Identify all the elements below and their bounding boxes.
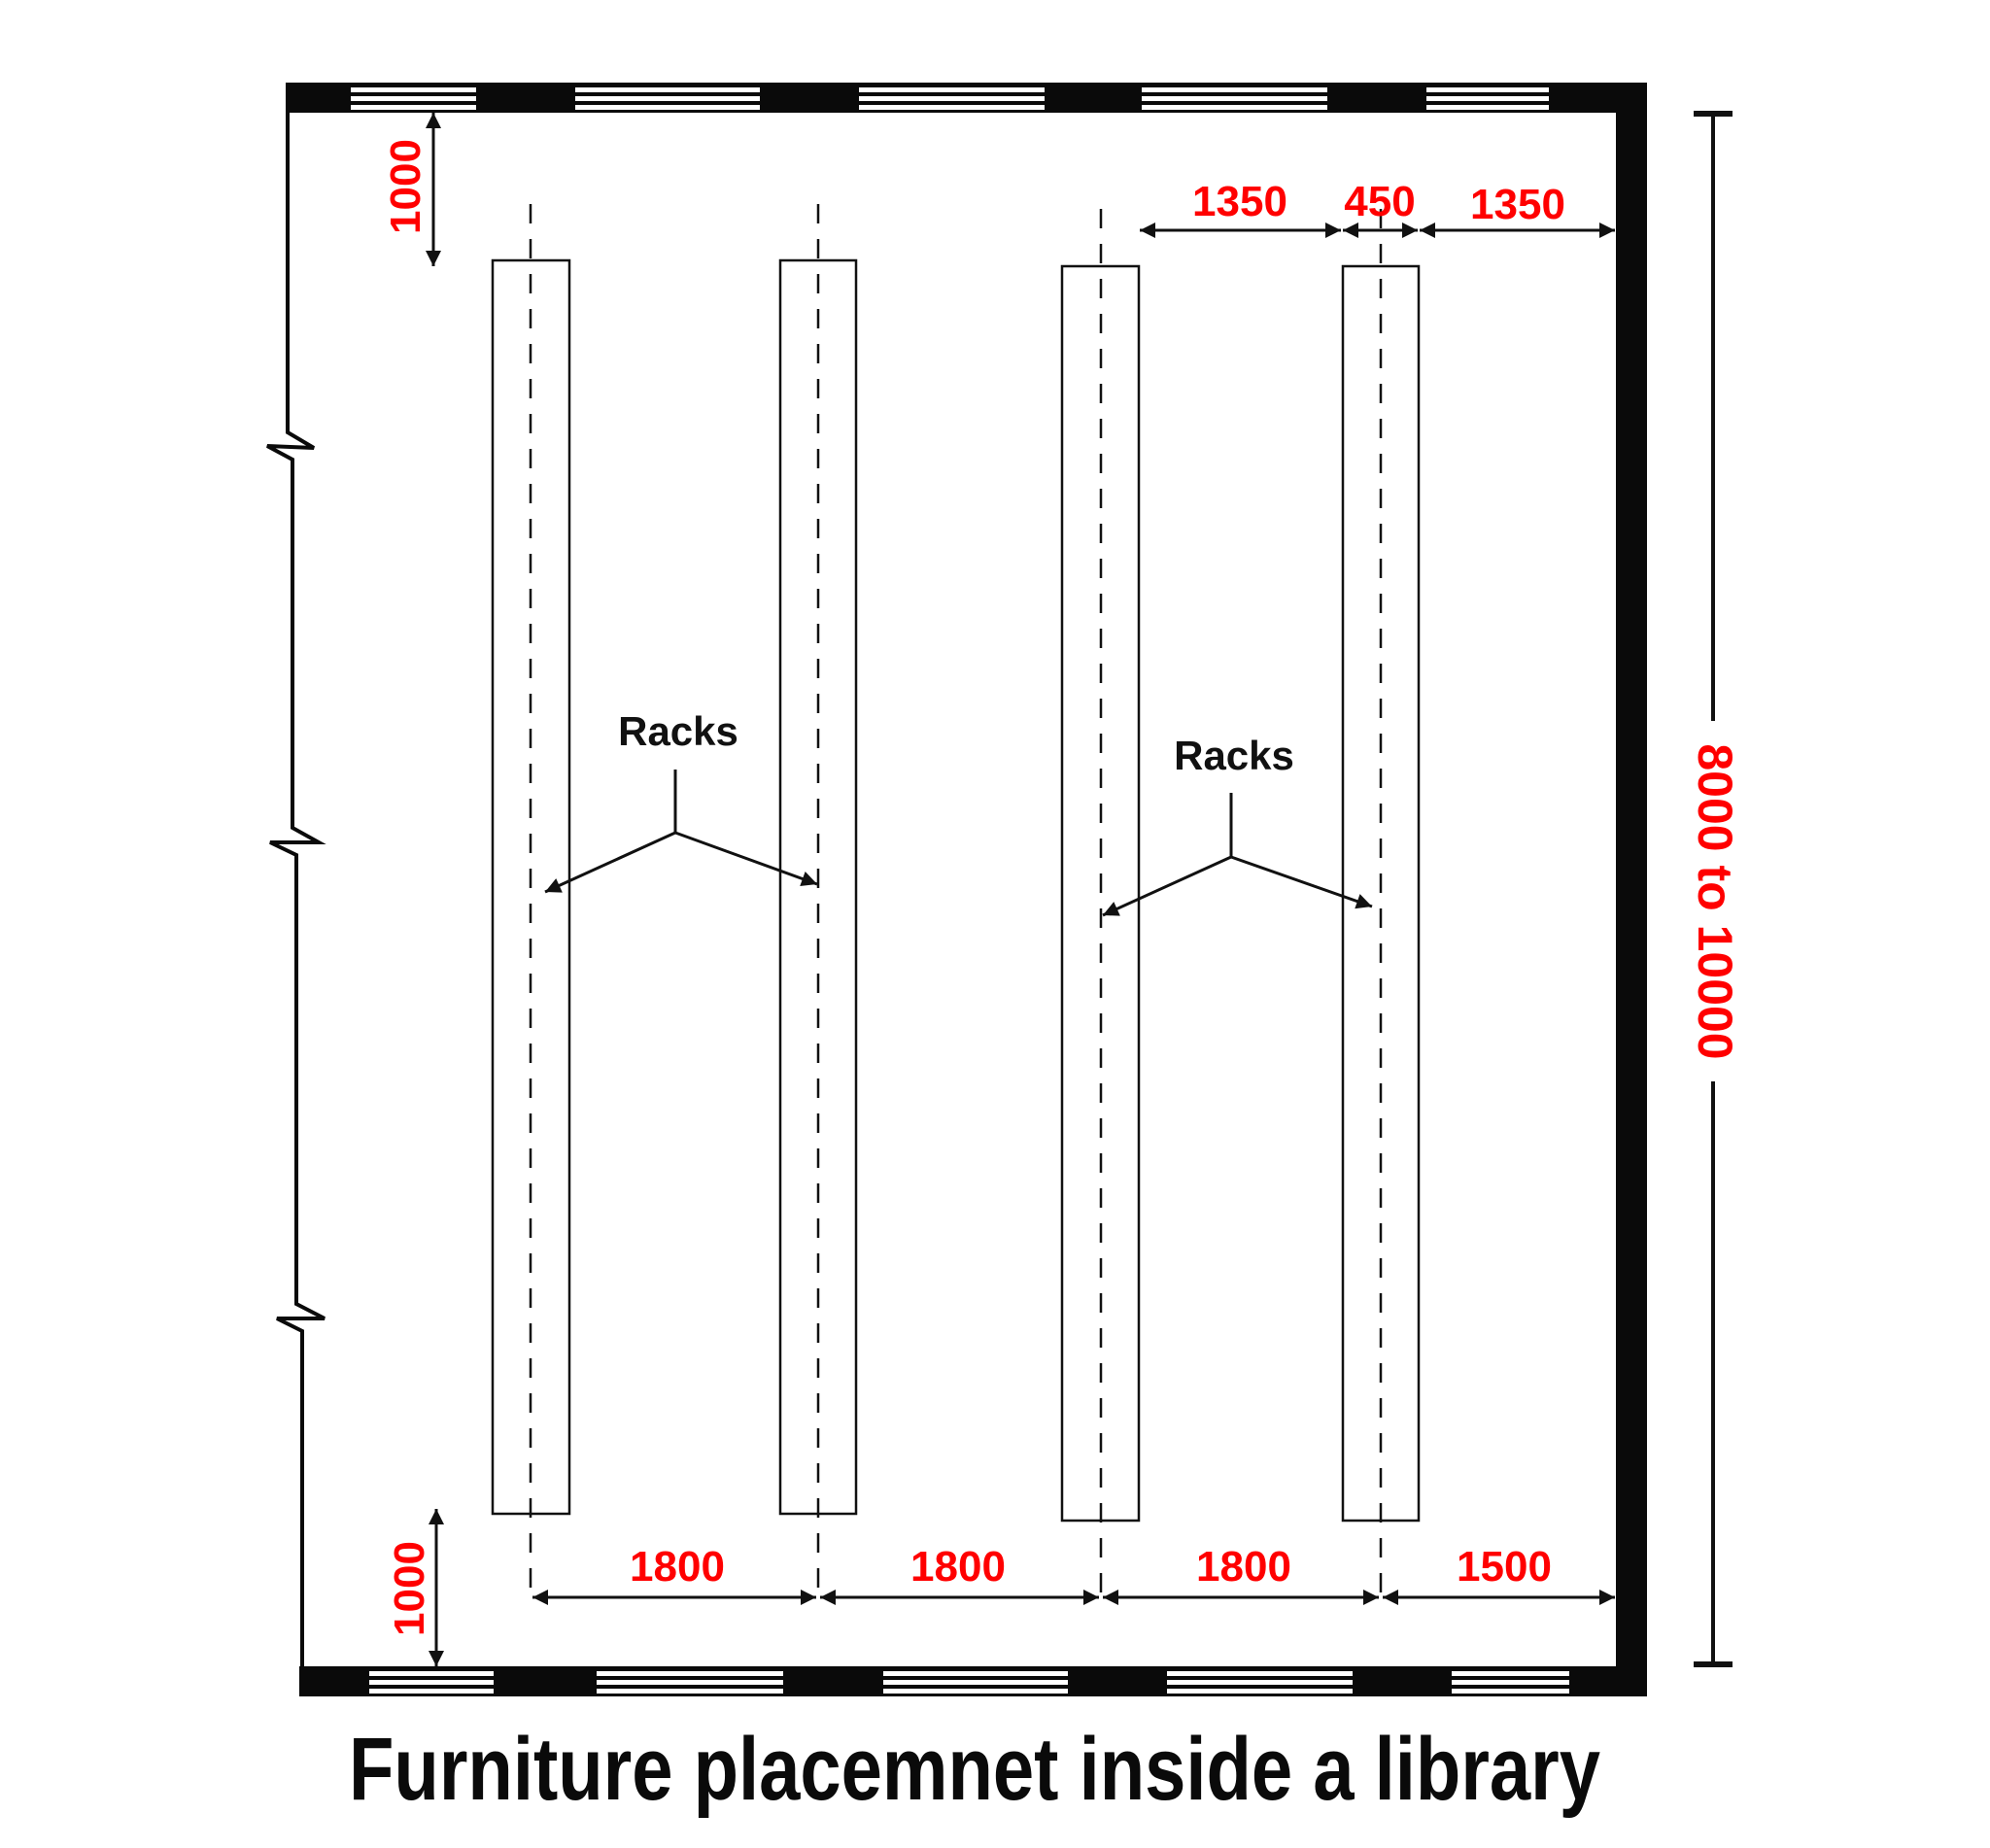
bottom-dim-label-3: 1800: [1196, 1543, 1291, 1591]
top-clearance-dimension: 1000: [382, 113, 441, 266]
racks-callout-label-left: Racks: [618, 708, 738, 754]
top-dim-label-1: 1350: [1192, 178, 1287, 225]
bottom-window-2: [597, 1671, 783, 1694]
top-clearance-label: 1000: [382, 139, 429, 234]
right-wall: [1616, 83, 1647, 1696]
bottom-dim-label-1: 1800: [630, 1543, 725, 1591]
racks-callout-label-right: Racks: [1174, 733, 1294, 778]
top-wall: [286, 83, 1647, 113]
bottom-window-3: [883, 1671, 1068, 1694]
diagram-title: Furniture placemnet inside a library: [349, 1720, 1600, 1819]
racks-callout-left: Racks: [544, 708, 818, 894]
racks-callout-right: Racks: [1102, 733, 1373, 917]
bottom-window-5: [1452, 1671, 1569, 1694]
top-window-2: [575, 87, 760, 110]
top-window-5: [1426, 87, 1549, 110]
top-dim-label-2: 450: [1344, 178, 1415, 225]
bottom-dim-label-4: 1500: [1457, 1543, 1552, 1591]
top-window-1: [351, 87, 476, 110]
room-length-label: 8000 to 10000: [1688, 743, 1742, 1059]
rack-centerlines: [529, 204, 1383, 1603]
room-length-dimension: 8000 to 10000: [1688, 111, 1742, 1667]
left-wall-break-line: [266, 111, 326, 1668]
top-window-4: [1142, 87, 1327, 110]
top-window-3: [859, 87, 1045, 110]
bottom-dim-label-2: 1800: [910, 1543, 1006, 1591]
bottom-window-1: [369, 1671, 494, 1694]
bottom-window-4: [1167, 1671, 1353, 1694]
bottom-wall: [299, 1666, 1647, 1696]
bottom-clearance-dimension: 1000: [386, 1509, 444, 1666]
bottom-clearance-label: 1000: [386, 1541, 433, 1636]
top-dim-label-3: 1350: [1470, 181, 1565, 228]
